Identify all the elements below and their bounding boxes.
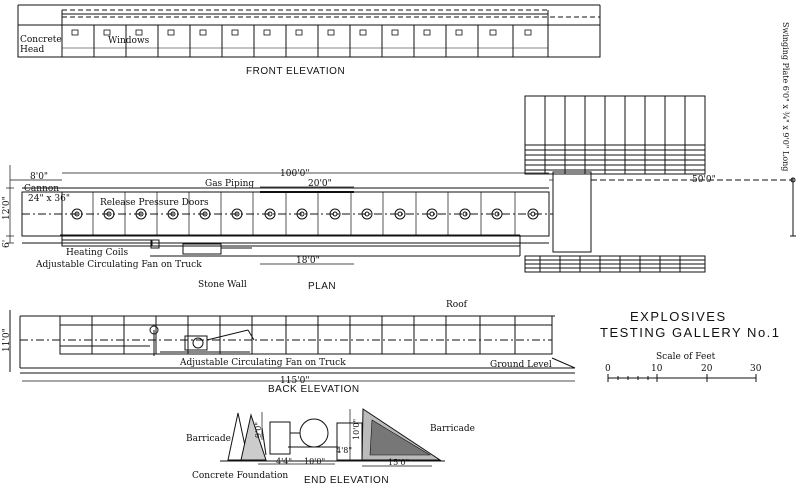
plan-bay-lines <box>92 192 516 236</box>
roof-label: Roof <box>446 300 467 310</box>
gas-piping-label: Gas Piping <box>205 179 255 189</box>
plan-title: PLAN <box>308 281 337 292</box>
dim-10ft-horiz: 10'0" <box>304 457 326 466</box>
release-doors-label: Release Pressure Doors <box>100 198 209 208</box>
plan-dimension-lines <box>6 165 553 265</box>
scale-tick-30: 30 <box>750 364 762 374</box>
dim-50ft: 50'0" <box>692 175 716 185</box>
cannon-label: Cannon <box>24 184 60 194</box>
fan-plan-label: Adjustable Circulating Fan on Truck <box>36 260 202 270</box>
scale-tick-20: 20 <box>701 364 713 374</box>
dim-9ft: 9'0" <box>254 421 263 438</box>
scale-tick-0: 0 <box>605 364 611 374</box>
end-elevation-title: END ELEVATION <box>304 475 390 486</box>
front-elevation-drawing <box>17 4 601 58</box>
back-elevation-title: BACK ELEVATION <box>268 384 360 395</box>
scale-bar <box>607 374 757 382</box>
dim-100ft: 100'0" <box>280 169 310 179</box>
front-window-bays <box>61 24 549 58</box>
dim-11ft: 11'0" <box>2 328 12 352</box>
dim-15ft: 15'0" <box>388 458 410 467</box>
gallery-title-line2: TESTING GALLERY No.1 <box>600 325 781 340</box>
plan-gallery <box>21 187 553 257</box>
concrete-foundation-label: Concrete Foundation <box>192 471 289 481</box>
dim-6ft: 6' <box>2 239 12 248</box>
heating-coils-label: Heating Coils <box>66 248 129 258</box>
dim-10ft-vert: 10'0" <box>352 418 361 440</box>
scale-tick-10: 10 <box>651 364 663 374</box>
windows-label: Windows <box>108 36 150 46</box>
barricade-left-label: Barricade <box>186 434 231 444</box>
cannon-size-label: 24" x 36" <box>28 194 70 204</box>
barricade-right-label: Barricade <box>430 424 475 434</box>
end-elevation-drawing <box>220 408 445 467</box>
dim-12ft: 12'0" <box>2 196 12 220</box>
plan-cannon-structure <box>524 95 793 273</box>
dim-8ft: 8'0" <box>30 172 49 182</box>
swinging-plate-label: Swinging Plate 6'0" x ¾" x 9'0" Long <box>781 22 790 172</box>
dim-115ft: 115'0" <box>280 376 310 386</box>
gallery-title-line1: EXPLOSIVES <box>630 309 727 324</box>
back-elevation-drawing <box>9 310 576 382</box>
dim-20ft: 20'0" <box>308 179 332 189</box>
stone-wall-label: Stone Wall <box>198 280 247 290</box>
scale-label: Scale of Feet <box>656 352 716 362</box>
ground-level-label: Ground Level <box>490 360 552 370</box>
plan-door-circles <box>71 208 539 220</box>
swinging-plate-drawing <box>790 177 796 237</box>
fan-back-label: Adjustable Circulating Fan on Truck <box>180 358 346 368</box>
front-window-markers <box>71 29 532 36</box>
dim-18ft: 18'0" <box>296 256 320 266</box>
dim-4-4: 4'4" <box>276 457 293 466</box>
dim-4-8: 4'8" <box>336 446 353 455</box>
front-elevation-title: FRONT ELEVATION <box>246 66 346 77</box>
concrete-head-label: Concrete Head <box>20 35 62 55</box>
